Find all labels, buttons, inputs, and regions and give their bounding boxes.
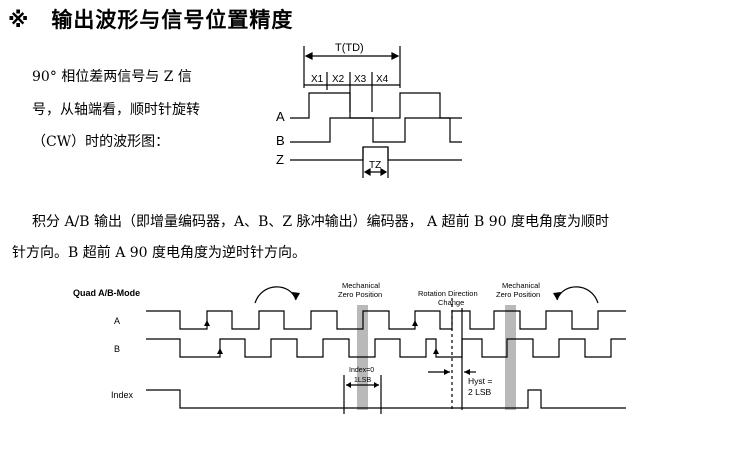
signal-z-label: Z [276, 152, 284, 167]
hyst-label-line1: Hyst = [468, 376, 492, 386]
mech-zero-right-line2: Zero Position [496, 290, 540, 299]
quad-title: Quad A/B-Mode [73, 288, 140, 298]
intro-line-3: （CW）时的波形图： [32, 134, 170, 150]
page-heading: ※ 输出波形与信号位置精度 [8, 8, 294, 32]
intro-line-2: 号，从轴端看，顺时针旋转 [32, 102, 200, 118]
tz-label: TZ [369, 160, 381, 171]
mech-zero-left-line1: Mechanical [342, 281, 380, 290]
quad-signal-a: A [114, 316, 120, 326]
quad-signal-index: Index [111, 390, 134, 400]
mech-zero-band-right [505, 305, 516, 410]
x4-label: X4 [376, 74, 389, 85]
period-label: T(TD) [335, 42, 364, 54]
body-line-1: 积分 A/B 输出（即增量编码器，A、B、Z 脉冲输出）编码器， A 超前 B … [32, 214, 610, 230]
signal-b-label: B [276, 133, 285, 148]
mech-zero-right-line1: Mechanical [502, 281, 540, 290]
body-line-2: 针方向。B 超前 A 90 度电角度为逆时针方向。 [12, 245, 307, 261]
quad-signal-b: B [114, 344, 120, 354]
mech-zero-left-line2: Zero Position [338, 290, 382, 299]
lsb-label: 1LSB [354, 377, 371, 384]
rotation-label-line1: Rotation Direction [418, 289, 478, 298]
x2-label: X2 [332, 74, 345, 85]
rotation-label-line2: Change [438, 298, 464, 307]
intro-line-1: 90° 相位差两信号与 Z 信 [32, 69, 192, 85]
x1-label: X1 [311, 74, 324, 85]
signal-a-label: A [276, 109, 285, 124]
index-zero-label: Index=0 [349, 367, 374, 374]
hyst-label-line2: 2 LSB [468, 387, 491, 397]
x3-label: X3 [354, 74, 367, 85]
